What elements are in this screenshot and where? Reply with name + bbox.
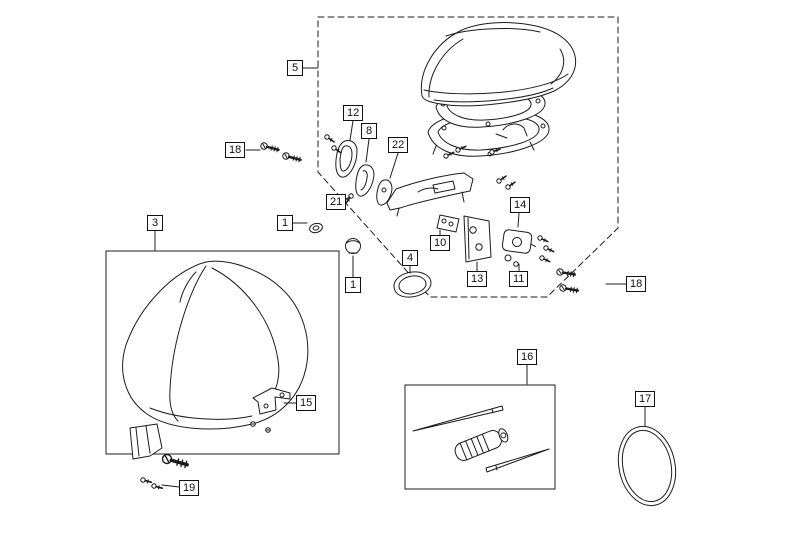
callout-3[interactable]: 3 [147,215,163,231]
callout-21[interactable]: 21 [326,194,347,210]
callout-18-a[interactable]: 18 [225,142,246,158]
flap-drawing [129,423,191,492]
callout-18-b[interactable]: 18 [626,276,647,292]
tool-kit-drawing [412,405,550,473]
callout-1-a[interactable]: 1 [277,215,293,231]
cover-shell-drawing [122,260,309,433]
fastener-screws [258,133,580,295]
callout-22[interactable]: 22 [388,137,409,153]
leader-lines [154,67,646,488]
top-case-lid-drawing [420,22,577,139]
cover-box-frame [105,250,340,455]
bracket-15-drawing [252,387,291,415]
callout-11[interactable]: 11 [509,271,529,287]
callout-5[interactable]: 5 [287,60,303,76]
mount-bracket-drawing [386,172,474,233]
callout-4[interactable]: 4 [402,250,418,266]
pad-drawing [393,271,432,298]
trim-ring-drawing [617,425,677,507]
callout-12[interactable]: 12 [343,105,364,121]
callout-16[interactable]: 16 [517,349,538,365]
tool-kit-box-frame [404,384,556,490]
gasket-drawings [335,140,393,206]
assembly-boundary-dashed [317,16,619,298]
callout-14[interactable]: 14 [510,197,531,213]
callout-1-b[interactable]: 1 [345,277,361,293]
callout-13[interactable]: 13 [467,271,488,287]
knob-drawing [309,222,361,254]
callout-17[interactable]: 17 [635,391,656,407]
callout-10[interactable]: 10 [430,235,451,251]
latch-parts-drawing [463,215,556,267]
callout-19[interactable]: 19 [179,480,200,496]
callout-15[interactable]: 15 [296,395,317,411]
callout-8[interactable]: 8 [361,123,377,139]
